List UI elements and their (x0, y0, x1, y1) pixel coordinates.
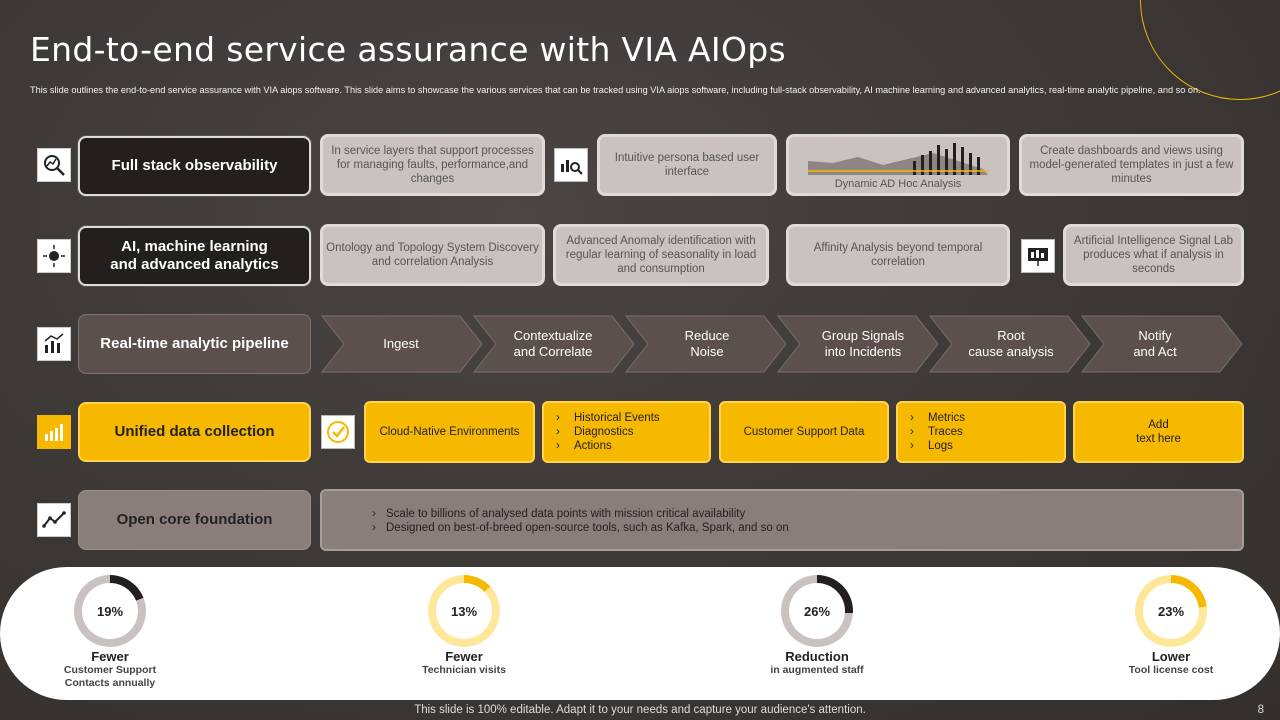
pipeline-step-line1: Contextualize (513, 328, 593, 343)
stat-donut: 13% (428, 575, 500, 647)
stat-caption: Technician visits (422, 664, 506, 676)
stats-band (0, 567, 1280, 700)
card-events-list: Historical Events Diagnostics Actions (542, 401, 711, 463)
mini-chart-graphic (808, 143, 988, 175)
row-label-unified: Unified data collection (78, 402, 311, 462)
pipeline-chevrons (320, 315, 1243, 373)
pipeline-step-line2: and Correlate (513, 344, 593, 359)
list-item: Metrics (910, 411, 965, 425)
list-item: Scale to billions of analysed data point… (372, 507, 1242, 521)
footer-note: This slide is 100% editable. Adapt it to… (414, 704, 866, 716)
pipeline-step-line2: into Incidents (824, 344, 902, 359)
list-item: Diagnostics (556, 425, 660, 439)
card-dynamic-analysis: Dynamic AD Hoc Analysis (786, 134, 1010, 196)
add-text-line2: text here (1136, 433, 1181, 445)
stat-percent: 23% (1143, 583, 1199, 639)
analytics-magnifier-icon (554, 148, 588, 182)
stat-percent: 13% (436, 583, 492, 639)
card-service-layers: In service layers that support processes… (320, 134, 545, 196)
pipeline-step-line1: Group Signals (821, 328, 905, 343)
line-trend-icon (37, 503, 71, 537)
sun-network-icon (37, 239, 71, 273)
stat-caption: Customer Support (63, 664, 157, 676)
ai-ml-label-line1: AI, machine learning (121, 238, 268, 255)
pipeline-step-line2: and Act (1133, 344, 1177, 359)
stat-headline: Fewer (445, 649, 483, 664)
stat-percent: 19% (82, 583, 138, 639)
stat-donut: 19% (74, 575, 146, 647)
page-title: End-to-end service assurance with VIA AI… (30, 30, 786, 69)
row-label-pipeline: Real-time analytic pipeline (78, 314, 311, 374)
pipeline-step-line1: Ingest (383, 336, 419, 351)
stat-headline: Lower (1151, 649, 1191, 664)
people-chart-icon (37, 327, 71, 361)
card-persona-ui: Intuitive persona based user interface (597, 134, 777, 196)
check-badge-icon (321, 415, 355, 449)
card-support-data: Customer Support Data (719, 401, 889, 463)
card-anomaly: Advanced Anomaly identification with reg… (553, 224, 769, 286)
list-item: Traces (910, 425, 965, 439)
pipeline-step-line1: Root (997, 328, 1025, 343)
page-number: 8 (1257, 704, 1264, 716)
stat-headline: Fewer (91, 649, 129, 664)
presentation-icon (1021, 239, 1055, 273)
add-text-line1: Add (1148, 419, 1169, 431)
card-dashboards: Create dashboards and views using model-… (1019, 134, 1244, 196)
core-foundation-box: Scale to billions of analysed data point… (320, 489, 1244, 551)
row-label-core: Open core foundation (78, 490, 311, 550)
list-item: Designed on best-of-breed open-source to… (372, 521, 1242, 535)
page-description: This slide outlines the end-to-end servi… (30, 85, 1201, 95)
chart-magnifier-icon (37, 148, 71, 182)
card-ai-signal-lab: Artificial Intelligence Signal Lab produ… (1063, 224, 1244, 286)
ai-ml-label-line2: and advanced analytics (110, 256, 279, 273)
card-add-text: Add text here (1073, 401, 1244, 463)
stat-donut: 26% (781, 575, 853, 647)
stat-donut: 23% (1135, 575, 1207, 647)
dynamic-analysis-label: Dynamic AD Hoc Analysis (834, 178, 962, 190)
stat-caption: in augmented staff (770, 664, 864, 676)
pipeline-step-line1: Reduce (684, 328, 730, 343)
pipeline-step-line2: Noise (690, 344, 724, 359)
card-ontology: Ontology and Topology System Discovery a… (320, 224, 545, 286)
list-item: Actions (556, 439, 660, 453)
pipeline-step-ingest: Ingest (340, 315, 462, 373)
row-label-full-stack: Full stack observability (78, 136, 311, 196)
list-item: Historical Events (556, 411, 660, 425)
list-item: Logs (910, 439, 965, 453)
card-metrics-list: Metrics Traces Logs (896, 401, 1066, 463)
pipeline-step-line2: cause analysis (968, 344, 1054, 359)
stat-percent: 26% (789, 583, 845, 639)
card-affinity: Affinity Analysis beyond temporal correl… (786, 224, 1010, 286)
bar-chart-icon (37, 415, 71, 449)
pipeline-step-line1: Notify (1138, 328, 1172, 343)
stat-caption: Tool license cost (1128, 664, 1214, 676)
card-cloud-native: Cloud-Native Environments (364, 401, 535, 463)
stat-caption: Contacts annually (64, 677, 156, 689)
stat-headline: Reduction (785, 649, 849, 664)
